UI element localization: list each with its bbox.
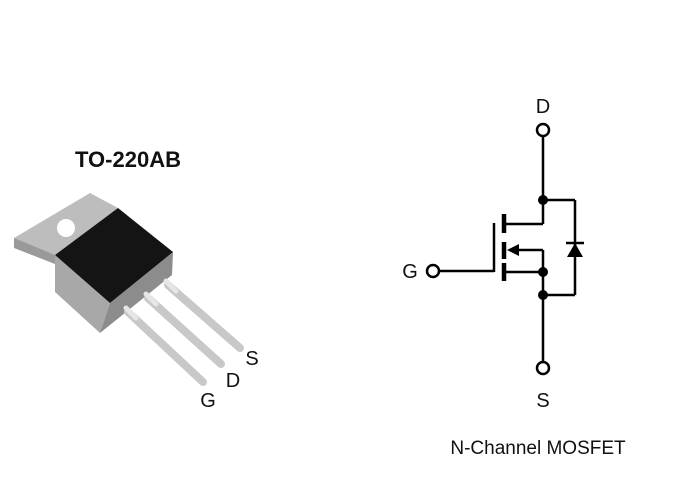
epoxy-body <box>55 208 173 303</box>
tab-side <box>14 238 55 264</box>
pin-label-gate: G <box>200 390 216 412</box>
lead-drain <box>144 294 225 368</box>
body-side <box>55 255 110 333</box>
body-arrow-icon <box>507 244 519 256</box>
junction-dot <box>538 290 548 300</box>
terminal-label-drain: D <box>536 96 550 118</box>
source-terminal <box>535 360 551 376</box>
body-front-side <box>100 252 173 333</box>
pin-label-drain: D <box>226 370 240 392</box>
lead-source <box>164 281 244 352</box>
schematic-caption: N-Channel MOSFET <box>450 438 626 459</box>
body-diode-icon <box>567 243 583 257</box>
terminal-label-source: S <box>536 390 549 412</box>
gate-terminal <box>425 263 441 279</box>
pin-label-source: S <box>245 348 258 370</box>
lead-highlight <box>163 278 179 294</box>
package-title: TO-220AB <box>75 147 181 172</box>
terminal-label-gate: G <box>402 261 418 283</box>
leads <box>124 281 244 386</box>
lead-gate <box>124 308 207 386</box>
lead-highlights <box>123 278 179 321</box>
lead-highlight <box>143 291 159 307</box>
junction-dot <box>538 195 548 205</box>
lead-highlight <box>123 305 139 321</box>
junction-dot <box>538 267 548 277</box>
mosfet-schematic: D G S N-Channel MOSFET <box>402 96 626 459</box>
mounting-hole <box>57 219 75 237</box>
drain-terminal <box>535 122 551 138</box>
to220-package-illustration: TO-220AB G D S <box>14 147 259 412</box>
